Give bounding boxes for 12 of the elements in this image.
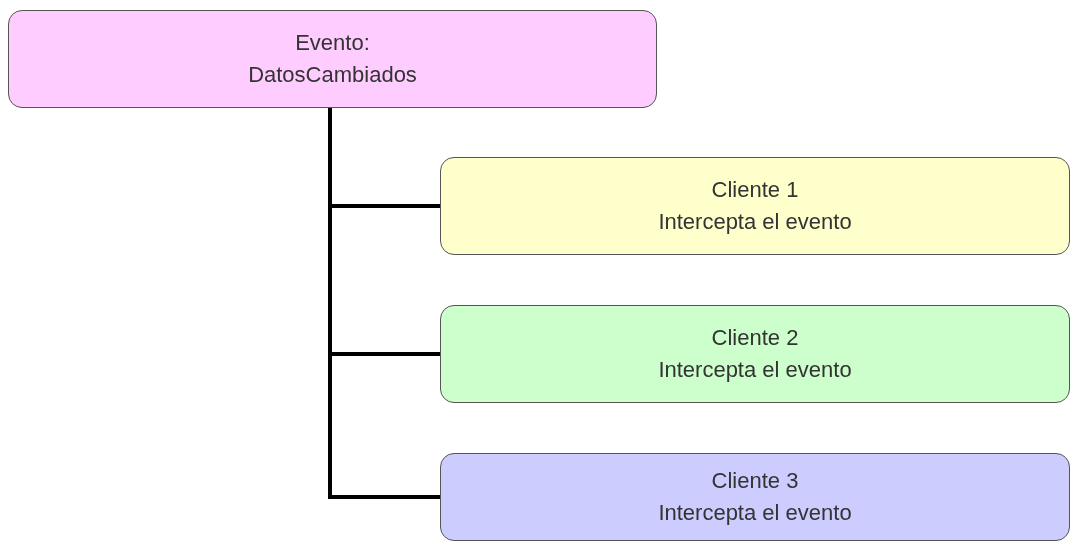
box-heading: Cliente 1 [711, 176, 799, 204]
connector-line [328, 108, 440, 499]
box-text: Intercepta el evento [658, 499, 852, 527]
box-text: Intercepta el evento [658, 356, 852, 384]
box-heading: Cliente 3 [711, 467, 799, 495]
process-box [440, 157, 1070, 255]
process-box [8, 10, 657, 108]
process-box [440, 453, 1070, 541]
process-box [440, 305, 1070, 403]
box-heading: Cliente 2 [711, 324, 799, 352]
box-text: Evento: DatosCambiados [247, 29, 418, 89]
box-text: Intercepta el evento [658, 208, 852, 236]
